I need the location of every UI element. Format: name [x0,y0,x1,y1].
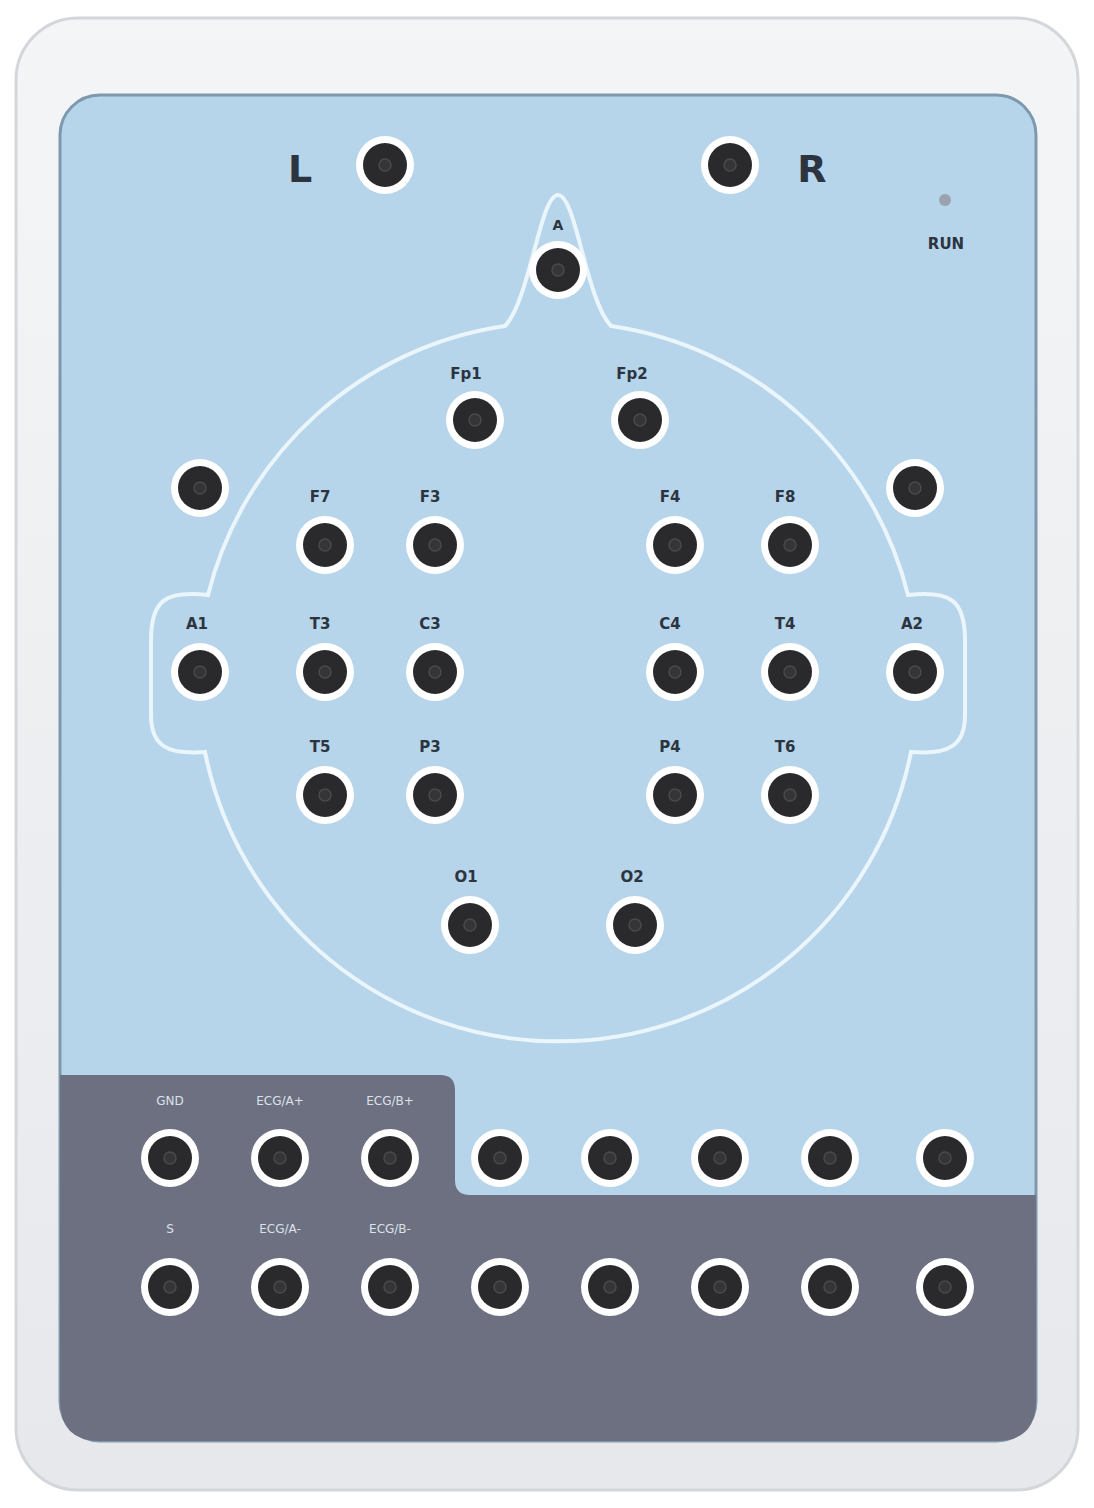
run-led [939,194,951,206]
electrode-label: Fp1 [450,366,481,383]
aux-label: S [166,1223,174,1236]
jack [761,643,819,701]
jack [471,1258,529,1316]
jack [171,643,229,701]
jack [141,1258,199,1316]
jack [611,391,669,449]
electrode-label: T3 [310,616,331,633]
indicator-label: RUN [928,236,964,253]
jack [361,1258,419,1316]
jack [441,896,499,954]
jack [361,1129,419,1187]
electrode-label: O2 [620,869,643,886]
jack [886,459,944,517]
jack [801,1258,859,1316]
jack [296,643,354,701]
electrode-label: P4 [659,739,680,756]
electrode-label: T5 [310,739,331,756]
jack [691,1129,749,1187]
jack [646,643,704,701]
electrode-label: A2 [901,616,923,633]
jack [251,1258,309,1316]
electrode-label: C4 [659,616,680,633]
electrode-label: F3 [420,489,441,506]
aux-label: ECG/B- [369,1223,411,1236]
jack [701,136,759,194]
jack [296,516,354,574]
aux-label: ECG/A+ [256,1095,304,1108]
side-marker: R [797,149,826,191]
electrode-label: F4 [660,489,681,506]
electrode-label: A1 [186,616,208,633]
aux-label: ECG/A- [259,1223,301,1236]
jack [606,896,664,954]
side-marker: L [288,149,312,191]
electrode-label: O1 [454,869,477,886]
aux-panel [60,1075,1036,1441]
electrode-label: F7 [310,489,331,506]
electrode-label: P3 [419,739,440,756]
head-outline [151,195,965,1041]
jack [646,516,704,574]
housing [16,18,1078,1490]
jack [761,516,819,574]
jack [646,766,704,824]
electrode-label: T4 [775,616,796,633]
jack [761,766,819,824]
jack [406,643,464,701]
jack [691,1258,749,1316]
aux-label: ECG/B+ [366,1095,414,1108]
aux-label: GND [156,1095,184,1108]
jack [801,1129,859,1187]
jack [916,1258,974,1316]
jack [251,1129,309,1187]
jack [296,766,354,824]
jack [446,391,504,449]
electrode-label: F8 [775,489,796,506]
jack [406,516,464,574]
jack [581,1258,639,1316]
jack [356,136,414,194]
electrode-label: A [553,218,564,233]
jack [471,1129,529,1187]
jack [886,643,944,701]
face-panel [60,95,1036,1441]
jack [406,766,464,824]
jack [916,1129,974,1187]
jack [529,241,587,299]
electrode-label: Fp2 [616,366,647,383]
jack [141,1129,199,1187]
electrode-label: C3 [419,616,440,633]
electrode-label: T6 [775,739,796,756]
jack [171,459,229,517]
jack [581,1129,639,1187]
